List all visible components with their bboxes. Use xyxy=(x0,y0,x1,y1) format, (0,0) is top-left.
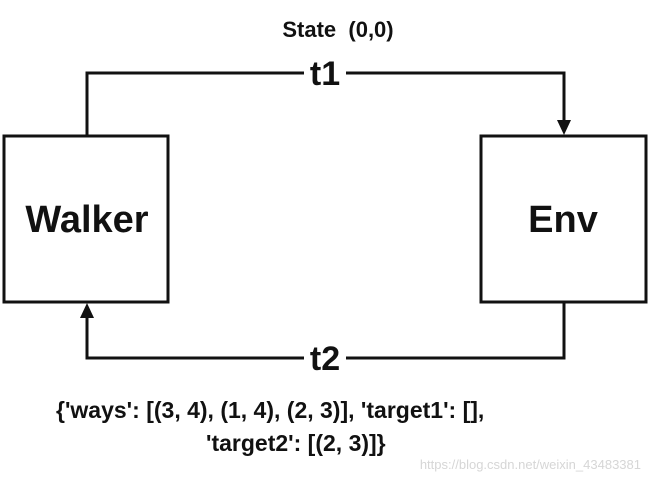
edge-t2-arrowhead xyxy=(80,303,94,318)
edge-t2: t2 xyxy=(80,302,566,378)
env-box xyxy=(479,134,648,304)
walker-label: Walker xyxy=(25,199,148,241)
edge-t2-label-bg xyxy=(304,339,346,377)
edge-t1-label: t1 xyxy=(310,55,340,93)
edge-t1-label-bg xyxy=(304,54,346,92)
env-label: Env xyxy=(528,199,598,241)
result-line-1: {'ways': [(3, 4), (1, 4), (2, 3)], 'targ… xyxy=(56,397,484,423)
edge-t1: t1 xyxy=(85,54,571,136)
walker-box xyxy=(2,134,170,304)
edge-t1-arrowhead xyxy=(557,120,571,135)
watermark: https://blog.csdn.net/weixin_43483381 xyxy=(420,457,641,472)
edge-t2-label: t2 xyxy=(310,340,340,378)
result-line-2: 'target2': [(2, 3)]} xyxy=(206,430,386,456)
state-label: State (0,0) xyxy=(282,17,393,42)
